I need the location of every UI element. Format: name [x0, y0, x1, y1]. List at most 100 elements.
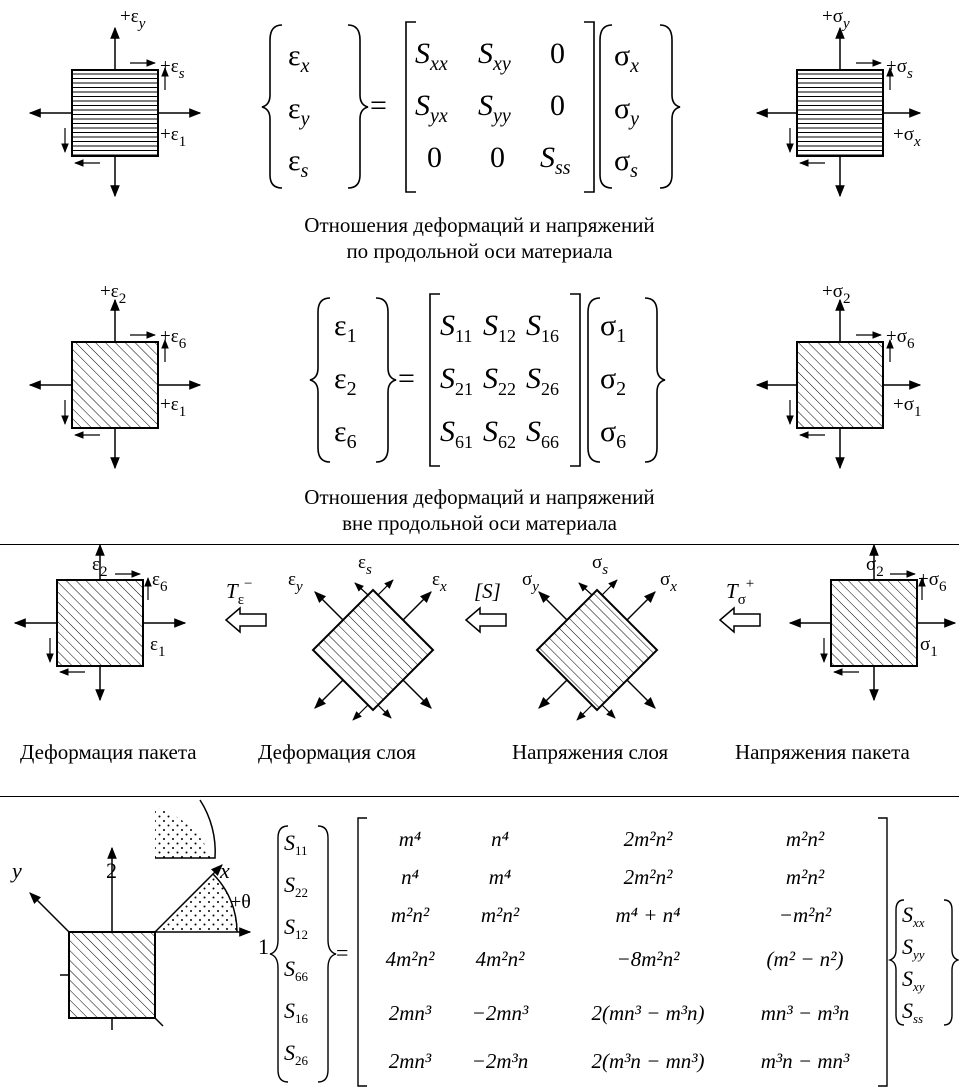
svg-text:2(m³n − mn³): 2(m³n − mn³) [591, 1049, 704, 1073]
svg-text:2mn³: 2mn³ [389, 1001, 432, 1025]
svg-text:(m² − n²): (m² − n²) [767, 947, 844, 971]
row2-caption: Отношения деформаций и напряжений вне пр… [0, 484, 959, 536]
svg-text:+σy: +σy [822, 6, 850, 32]
svg-text:2(mn³ − m³n): 2(mn³ − m³n) [591, 1001, 704, 1025]
svg-text:mn³ − m³n: mn³ − m³n [761, 1001, 850, 1025]
svg-text:S26: S26 [284, 1040, 309, 1068]
svg-text:m²n²: m²n² [786, 827, 825, 851]
svg-text:=: = [336, 940, 348, 965]
svg-text:S21: S21 [440, 362, 473, 399]
transform-arrow-S: [S] [464, 579, 507, 634]
svg-text:S26: S26 [526, 362, 559, 399]
svg-text:ε1: ε1 [150, 634, 165, 660]
row1-equation: εx εy εs = Sxx Sxy 0 Syx Syy 0 0 0 Sss σ… [261, 21, 681, 193]
svg-text:S12: S12 [483, 309, 516, 346]
svg-text:+ε2: +ε2 [100, 281, 126, 307]
svg-text:m²n²: m²n² [786, 865, 825, 889]
svg-text:m³n − mn³: m³n − mn³ [761, 1049, 850, 1073]
svg-text:ε6: ε6 [334, 415, 357, 453]
row1-caption-line2: по продольной оси материала [346, 239, 613, 263]
svg-text:σy: σy [522, 569, 539, 595]
svg-text:[S]: [S] [474, 579, 501, 603]
svg-text:0: 0 [427, 141, 442, 174]
svg-text:σ1: σ1 [600, 309, 626, 347]
svg-text:+σs: +σs [886, 56, 913, 82]
svg-text:Syx: Syx [415, 89, 448, 127]
svg-text:2m²n²: 2m²n² [624, 827, 673, 851]
row4-equation: S11 S22 S12 S66 S16 S26 = m⁴ n⁴ 2m²n² m²… [269, 817, 959, 1087]
svg-text:=: = [398, 362, 415, 395]
svg-text:Sss: Sss [540, 141, 571, 179]
svg-text:σx: σx [614, 39, 639, 77]
divider-bottom [0, 796, 959, 797]
svg-text:m²n²: m²n² [391, 903, 430, 927]
svg-text:S22: S22 [284, 872, 308, 900]
svg-text:εy: εy [288, 92, 310, 130]
transform-arrow-T-eps: Tε− [224, 576, 267, 634]
svg-text:εx: εx [288, 39, 310, 77]
svg-text:1: 1 [258, 934, 269, 959]
row2-strain-element: +ε2 +ε6 +ε1 [28, 281, 202, 470]
svg-text:m⁴: m⁴ [489, 865, 511, 889]
row1-strain-element: +εy +εs +ε1 [28, 6, 202, 198]
svg-text:Tσ+: Tσ+ [726, 576, 754, 608]
svg-text:Syy: Syy [478, 89, 511, 127]
svg-text:Syy: Syy [902, 934, 925, 962]
svg-text:σs: σs [592, 552, 608, 578]
stage-label-ply-strain: Деформация слоя [258, 740, 416, 764]
svg-text:S12: S12 [284, 914, 308, 942]
svg-text:2mn³: 2mn³ [389, 1049, 432, 1073]
svg-text:Sxy: Sxy [478, 37, 511, 75]
svg-text:εy: εy [288, 569, 303, 595]
row1-caption-line1: Отношения деформаций и напряжений [304, 213, 655, 237]
row3-ply-stress-element: σy σs σx [522, 552, 677, 721]
svg-text:S61: S61 [440, 415, 473, 452]
svg-text:+ε6: +ε6 [160, 326, 187, 352]
svg-text:S11: S11 [284, 830, 308, 858]
svg-text:+ε1: +ε1 [160, 124, 186, 150]
svg-text:m²n²: m²n² [481, 903, 520, 927]
row3-laminate-strain-element: ε2 ε6 ε1 [13, 543, 187, 702]
svg-text:S16: S16 [284, 998, 309, 1026]
row3-laminate-stress-element: σ2 +σ6 σ1 [788, 543, 957, 702]
svg-text:S11: S11 [440, 309, 472, 346]
svg-text:−2mn³: −2mn³ [472, 1001, 529, 1025]
svg-text:ε1: ε1 [334, 309, 357, 347]
svg-text:ε2: ε2 [334, 362, 357, 400]
label-eps-y: +ε [120, 6, 139, 27]
svg-text:Sxy: Sxy [902, 966, 925, 994]
svg-text:εs: εs [288, 144, 309, 182]
row2-equation: ε1 ε2 ε6 = S11 S12 S16 S21 S22 S26 S61 S… [309, 293, 666, 467]
svg-text:+εs: +εs [160, 56, 185, 82]
svg-text:x: x [219, 858, 230, 883]
row3-ply-strain-element: εy εs εx [288, 552, 447, 721]
svg-text:n⁴: n⁴ [491, 827, 509, 851]
transform-arrow-T-sigma: Tσ+ [718, 576, 761, 634]
stage-label-laminate-strain: Деформация пакета [20, 740, 197, 764]
svg-text:4m²n²: 4m²n² [476, 947, 525, 971]
divider-top [0, 544, 959, 545]
svg-text:σ2: σ2 [866, 554, 884, 580]
svg-text:m⁴ + n⁴: m⁴ + n⁴ [616, 903, 681, 927]
row2-stress-element: +σ2 +σ6 +σ1 [755, 281, 921, 470]
stage-label-ply-stress: Напряжения слоя [512, 740, 669, 764]
svg-text:=: = [370, 89, 387, 122]
row1-stress-element: +σy +σs +σx [755, 6, 922, 198]
svg-text:+σ6: +σ6 [886, 326, 915, 352]
svg-text:+σ1: +σ1 [893, 394, 921, 420]
svg-text:+ε1: +ε1 [160, 394, 186, 420]
svg-text:0: 0 [490, 141, 505, 174]
svg-text:Sxx: Sxx [902, 902, 925, 930]
row2-caption-line2: вне продольной оси материала [342, 511, 617, 535]
svg-text:S16: S16 [526, 309, 559, 346]
svg-text:Sss: Sss [902, 998, 923, 1026]
stage-label-laminate-stress: Напряжения пакета [735, 740, 910, 764]
svg-text:Sxx: Sxx [415, 37, 448, 75]
svg-text:S66: S66 [284, 956, 309, 984]
row1-caption: Отношения деформаций и напряжений по про… [0, 212, 959, 264]
svg-text:ε6: ε6 [152, 569, 168, 595]
svg-text:S66: S66 [526, 415, 559, 452]
svg-text:+σ6: +σ6 [918, 569, 947, 595]
svg-text:Tε−: Tε− [226, 576, 252, 608]
